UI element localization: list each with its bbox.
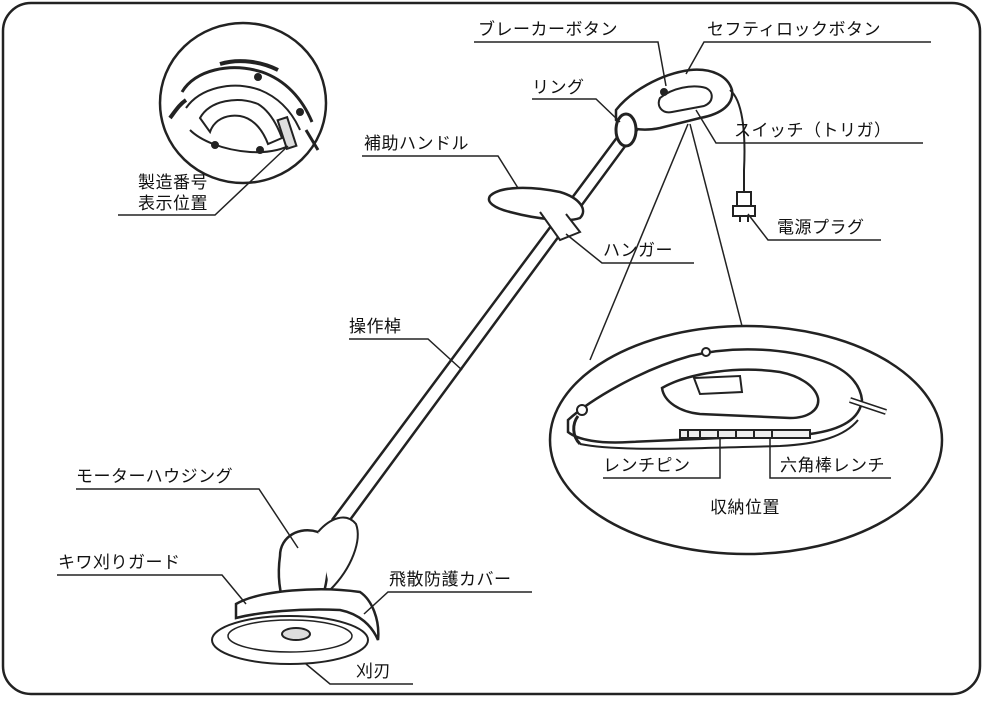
label-serial-line2: 表示位置 [138,194,208,214]
label-edge-guard: キワ刈りガード [58,553,181,573]
leader-hex-wrench [769,438,891,479]
leader-scatter [363,591,532,615]
leader-shaft [349,338,463,371]
label-storage-position: 収納位置 [710,498,780,518]
leader-ring [532,98,621,123]
label-safety-lock-button: セフティロックボタン [707,20,881,40]
storage-magnifier [548,324,944,556]
label-motor-housing: モーターハウジング [76,467,234,487]
label-shaft: 操作棹 [349,317,402,337]
leader-serial [118,145,289,216]
label-hanger: ハンガー [603,241,673,261]
shaft [330,119,642,529]
label-ring: リング [532,78,585,98]
label-blade: 刈刃 [356,662,391,682]
leader-blade [305,663,413,685]
leader-plug [747,213,881,241]
leader-edge-guard [57,574,247,605]
leader-switch [695,109,923,144]
leader-hanger [565,233,694,264]
label-scatter-cover: 飛散防護カバー [389,570,512,590]
label-hex-wrench: 六角棒レンチ [780,456,885,476]
leader-wrench-pin [603,438,721,479]
label-breaker-button: ブレーカーボタン [478,20,618,40]
label-wrench-pin: レンチピン [603,456,691,476]
serial-magnifier [158,21,328,185]
leader-aux [362,155,519,189]
label-power-plug: 電源プラグ [777,218,865,238]
trimmer [211,68,756,665]
label-aux-handle: 補助ハンドル [364,134,469,154]
leader-breaker [474,41,667,87]
leader-motor [76,488,299,549]
label-serial-line1: 製造番号 [138,173,208,193]
leader-safety [685,41,931,75]
label-switch-trigger: スイッチ（トリガ） [734,121,892,141]
